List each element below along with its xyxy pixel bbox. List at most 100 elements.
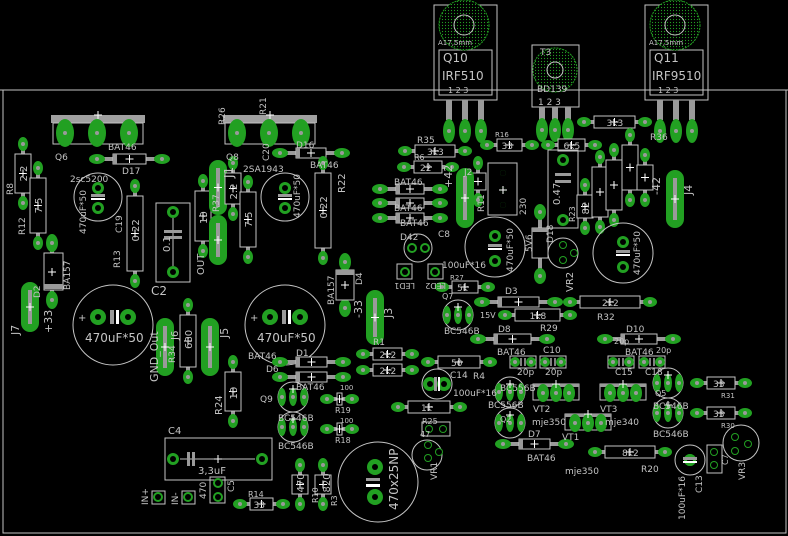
cap-plate bbox=[278, 198, 292, 200]
pad-hole bbox=[410, 352, 414, 356]
resistor-body bbox=[249, 497, 274, 511]
capacitor-c5-outline bbox=[209, 476, 226, 504]
pad-hole bbox=[743, 411, 747, 415]
pad-hole bbox=[530, 143, 534, 147]
label: BAT46 bbox=[625, 348, 654, 358]
pad-hole bbox=[170, 456, 176, 462]
pad-hole bbox=[133, 279, 137, 283]
cathode-band bbox=[519, 439, 523, 449]
label: 2SA1943 bbox=[243, 165, 284, 175]
pad-hole bbox=[658, 360, 662, 364]
label: R31 bbox=[721, 392, 735, 400]
pad-hole bbox=[278, 375, 282, 379]
trimmer-vr3-outline bbox=[722, 424, 760, 462]
pad-hole bbox=[186, 375, 190, 379]
pad-hole bbox=[63, 131, 67, 135]
resistor-body bbox=[372, 347, 403, 361]
pad-hole bbox=[438, 216, 442, 220]
label: R10 bbox=[311, 487, 320, 503]
label: 20p bbox=[614, 337, 629, 346]
pad-hole bbox=[508, 390, 512, 394]
pad-hole bbox=[321, 463, 325, 467]
label: D6 bbox=[266, 365, 279, 375]
heatsink-hole bbox=[438, 0, 490, 51]
cap-plate bbox=[616, 250, 630, 253]
pad-hole bbox=[321, 256, 325, 260]
pad-hole bbox=[608, 391, 612, 395]
trimmer-vr1-outline bbox=[411, 439, 443, 471]
label: D3 bbox=[505, 287, 518, 297]
pad-hole bbox=[278, 360, 282, 364]
label: C8 bbox=[438, 230, 450, 240]
cap-plate bbox=[282, 310, 286, 324]
leg bbox=[565, 107, 571, 121]
pad-hole bbox=[560, 257, 566, 263]
resistor-value: 680 bbox=[184, 330, 195, 349]
label: mje340 bbox=[605, 418, 639, 428]
label: C5 bbox=[227, 480, 237, 492]
pad-hole bbox=[170, 269, 176, 275]
pad-hole bbox=[438, 187, 442, 191]
label: D4 bbox=[355, 272, 365, 285]
pad-hole bbox=[447, 129, 451, 133]
label: +42 bbox=[442, 165, 455, 188]
body bbox=[532, 228, 548, 258]
pad-hole bbox=[95, 131, 99, 135]
label: Q2 bbox=[500, 415, 511, 424]
label: C14 bbox=[450, 371, 468, 381]
pad-hole bbox=[341, 375, 345, 379]
label: D8 bbox=[498, 325, 511, 335]
pad-hole bbox=[280, 425, 284, 429]
label: BC546B bbox=[653, 430, 689, 440]
pad-hole bbox=[508, 421, 512, 425]
resistor-body bbox=[706, 376, 736, 390]
label: -42 bbox=[650, 177, 663, 195]
label: D2 bbox=[33, 285, 43, 298]
pad-hole bbox=[95, 157, 99, 161]
resistor-value: 5k bbox=[457, 284, 469, 294]
label: R32 bbox=[597, 313, 615, 323]
pad-hole bbox=[573, 421, 577, 425]
mount-hole bbox=[664, 14, 686, 36]
pad-hole bbox=[231, 419, 235, 423]
label: BAT46 bbox=[296, 383, 325, 393]
pad-hole bbox=[695, 381, 699, 385]
label: R6 bbox=[414, 153, 425, 162]
label: BAT46 bbox=[310, 161, 339, 171]
resistor-body bbox=[314, 172, 332, 249]
led2 bbox=[427, 263, 444, 280]
pad-hole bbox=[361, 352, 365, 356]
label: C19 bbox=[115, 215, 125, 233]
pad-hole bbox=[519, 390, 523, 394]
label: 470uF*50 bbox=[293, 174, 303, 218]
pad-hole bbox=[426, 426, 432, 432]
pad-hole bbox=[372, 464, 378, 470]
pad-hole bbox=[396, 405, 400, 409]
label: R8 bbox=[6, 183, 16, 195]
pad-hole bbox=[160, 157, 164, 161]
resistor-value: 33 bbox=[502, 142, 513, 152]
resistor-value: 470 bbox=[296, 473, 307, 492]
pad-hole bbox=[476, 198, 480, 202]
leg bbox=[446, 100, 452, 120]
pad-hole bbox=[402, 269, 408, 275]
label: IN- bbox=[171, 492, 181, 505]
pad-hole bbox=[643, 120, 647, 124]
label: R22 bbox=[337, 173, 348, 193]
resistor-value: 2k2 bbox=[602, 299, 619, 309]
pad-hole bbox=[560, 217, 566, 223]
resistor-body bbox=[29, 177, 47, 234]
label: R35 bbox=[417, 136, 435, 146]
resistor-value: 7.5 bbox=[244, 212, 255, 228]
label: 470uF*50 bbox=[506, 228, 516, 272]
resistor-value: 2.2 bbox=[229, 184, 240, 200]
pad-hole bbox=[343, 306, 347, 310]
label: D10 bbox=[626, 325, 645, 335]
resistor-body bbox=[437, 355, 481, 369]
pad-hole bbox=[634, 391, 638, 395]
label: C15 bbox=[615, 368, 633, 378]
electrolytic-capacitor-outline bbox=[674, 444, 706, 476]
label: R37 bbox=[212, 194, 222, 212]
resistor-value: 8k2 bbox=[622, 449, 639, 459]
pad-hole bbox=[440, 285, 444, 289]
